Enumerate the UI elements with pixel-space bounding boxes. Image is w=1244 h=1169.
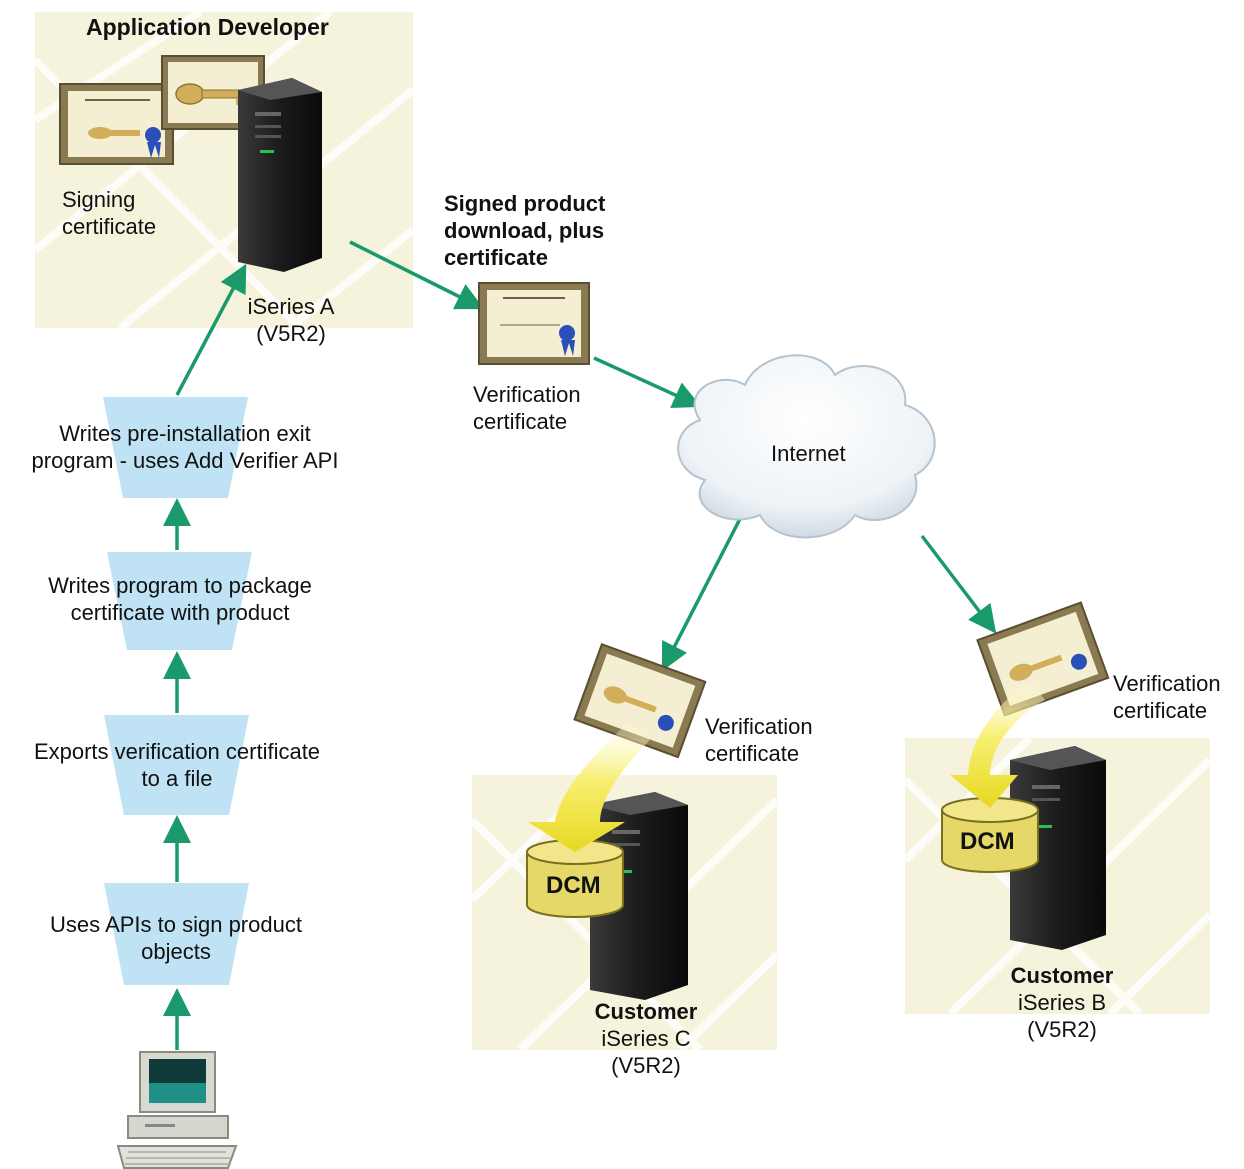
yellow-arrow-b — [950, 680, 1045, 808]
developer-title: Application Developer — [86, 14, 329, 40]
dcm-b-label: DCM — [960, 828, 1015, 855]
customer-b-certificate-image — [976, 601, 1110, 717]
yellow-arrow-c — [528, 722, 650, 852]
dcm-c-label: DCM — [546, 872, 601, 899]
server-a-image — [238, 78, 322, 272]
arrow-cert-to-internet — [593, 356, 702, 409]
arrow-internet-to-b — [920, 534, 997, 634]
arrow-server-to-cert — [349, 240, 485, 310]
arrow-internet-to-c — [661, 512, 745, 672]
download-certificate-image — [478, 282, 590, 365]
internet-cloud — [677, 354, 936, 539]
server-b-image — [1010, 746, 1106, 950]
customer-c-certificate-image — [573, 643, 707, 759]
arrow-exit-to-server — [175, 263, 247, 396]
internet-label: Internet — [771, 441, 846, 466]
server-a-label: iSeries A(V5R2) — [247, 294, 335, 346]
step-funnels — [103, 397, 252, 985]
signing-certificate-image — [59, 83, 174, 165]
developer-pc-image — [116, 1051, 238, 1169]
server-c-image — [590, 792, 688, 1000]
flow-arrows — [163, 240, 997, 1050]
